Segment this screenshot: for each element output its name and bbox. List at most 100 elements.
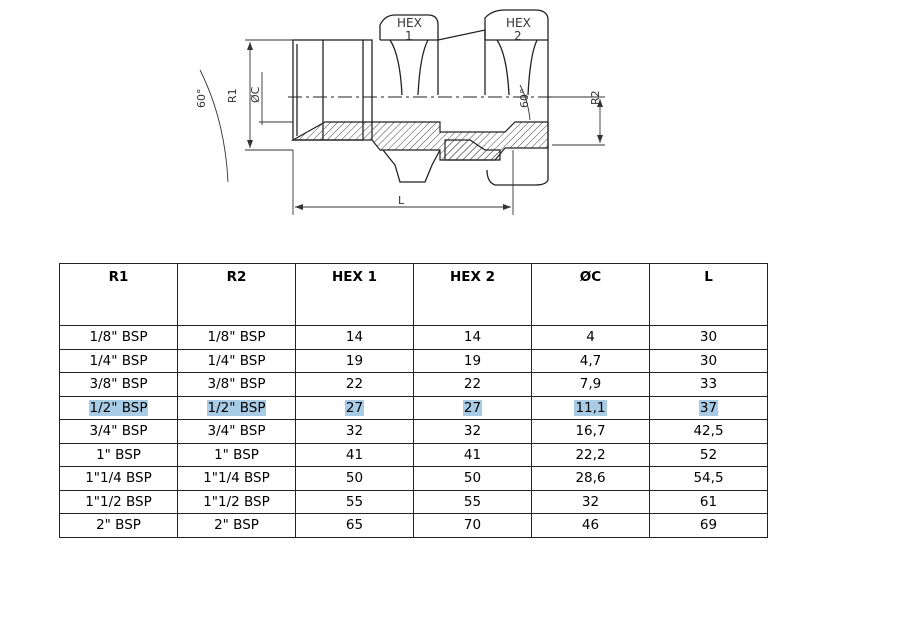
table-cell: 2" BSP	[59, 513, 178, 538]
table-cell: 16,7	[531, 419, 650, 444]
cell-text: 4,7	[579, 352, 602, 369]
table-cell: 1/8" BSP	[177, 325, 296, 350]
cell-text: 27	[344, 399, 365, 416]
table-cell: 32	[295, 419, 414, 444]
cell-text: 50	[345, 470, 364, 487]
table-cell: 3/4" BSP	[59, 419, 178, 444]
column-header: HEX 2	[413, 263, 532, 326]
cell-text: 19	[463, 352, 482, 369]
table-cell: 42,5	[649, 419, 768, 444]
table-cell: 54,5	[649, 466, 768, 491]
cell-text: 1/4" BSP	[207, 352, 266, 369]
table-cell: 46	[531, 513, 650, 538]
cell-text: 1/8" BSP	[207, 329, 266, 346]
cell-text: 1"1/2 BSP	[203, 493, 270, 510]
table-row: 1/8" BSP 1/8" BSP 14 14 4 30	[59, 325, 768, 350]
cell-text: 1/2" BSP	[206, 399, 267, 416]
table-cell: 22	[295, 372, 414, 397]
cell-text: 1/8" BSP	[89, 329, 148, 346]
cell-text: 22,2	[575, 446, 606, 463]
table-cell: 11,1	[531, 395, 650, 420]
cell-text: 30	[699, 352, 718, 369]
table-cell: 1/4" BSP	[177, 348, 296, 373]
cell-text: 61	[699, 493, 718, 510]
angle-right-label: 60°	[518, 89, 531, 109]
cell-text: 41	[463, 446, 482, 463]
cell-text: 11,1	[574, 399, 607, 416]
cell-text: 27	[462, 399, 483, 416]
hex2-label-top: HEX	[506, 16, 531, 30]
cell-text: 3/8" BSP	[89, 376, 148, 393]
cell-text: 32	[345, 423, 364, 440]
table-cell: 37	[649, 395, 768, 420]
column-header: L	[649, 263, 768, 326]
table-cell: 50	[413, 466, 532, 491]
table-cell: 65	[295, 513, 414, 538]
table-cell: 4,7	[531, 348, 650, 373]
table-cell: 41	[413, 442, 532, 467]
table-cell: 27	[413, 395, 532, 420]
cell-text: 1"1/4 BSP	[203, 470, 270, 487]
hex1-label-top: HEX	[397, 16, 422, 30]
cell-text: 1/4" BSP	[89, 352, 148, 369]
section-hatch-body	[290, 121, 549, 161]
table-cell: 1/4" BSP	[59, 348, 178, 373]
table-cell: 1" BSP	[59, 442, 178, 467]
table-cell: 1/2" BSP	[59, 395, 178, 420]
cell-text: 22	[345, 376, 364, 393]
cell-text: 70	[463, 517, 482, 534]
cell-text: 14	[345, 329, 364, 346]
table-cell: 69	[649, 513, 768, 538]
table-cell: 19	[413, 348, 532, 373]
table-cell: 41	[295, 442, 414, 467]
cell-text: 7,9	[579, 376, 602, 393]
cell-text: 1" BSP	[214, 446, 259, 463]
r2-label: R2	[589, 90, 602, 105]
cell-text: 52	[699, 446, 718, 463]
table-cell: 7,9	[531, 372, 650, 397]
table-cell: 2" BSP	[177, 513, 296, 538]
table-cell: 22,2	[531, 442, 650, 467]
cell-text: 19	[345, 352, 364, 369]
cell-text: 4	[586, 329, 595, 346]
table-cell: 70	[413, 513, 532, 538]
cell-text: 14	[463, 329, 482, 346]
column-header: ØC	[531, 263, 650, 326]
table-cell: 1/2" BSP	[177, 395, 296, 420]
table-cell: 1/8" BSP	[59, 325, 178, 350]
cell-text: 22	[463, 376, 482, 393]
table-cell: 61	[649, 489, 768, 514]
hex2-label-bottom: 2	[514, 29, 522, 43]
cell-text: 30	[699, 329, 718, 346]
cell-text: 50	[463, 470, 482, 487]
table-cell: 30	[649, 348, 768, 373]
cell-text: 1" BSP	[96, 446, 141, 463]
table-cell: 22	[413, 372, 532, 397]
c-label: ØC	[249, 86, 262, 103]
cell-text: 54,5	[693, 470, 724, 487]
dimension-arrows	[247, 42, 603, 210]
cell-text: 32	[581, 493, 600, 510]
table-cell: 27	[295, 395, 414, 420]
table-cell: 28,6	[531, 466, 650, 491]
cell-text: 2" BSP	[96, 517, 141, 534]
cell-text: 55	[345, 493, 364, 510]
table-cell: 52	[649, 442, 768, 467]
table-body: 1/8" BSP 1/8" BSP 14 14 4 30 1/4" BSP 1/4" BSP 1…	[59, 325, 768, 538]
table-cell: 3/4" BSP	[177, 419, 296, 444]
cell-text: 1/2" BSP	[88, 399, 149, 416]
cell-text: 28,6	[575, 470, 606, 487]
table-cell: 14	[295, 325, 414, 350]
cell-text: 42,5	[693, 423, 724, 440]
table-cell: 50	[295, 466, 414, 491]
table-row: 1" BSP 1" BSP 41 41 22,2 52	[59, 442, 768, 467]
column-header: R1	[59, 263, 178, 326]
column-header: R2	[177, 263, 296, 326]
cell-text: 33	[699, 376, 718, 393]
